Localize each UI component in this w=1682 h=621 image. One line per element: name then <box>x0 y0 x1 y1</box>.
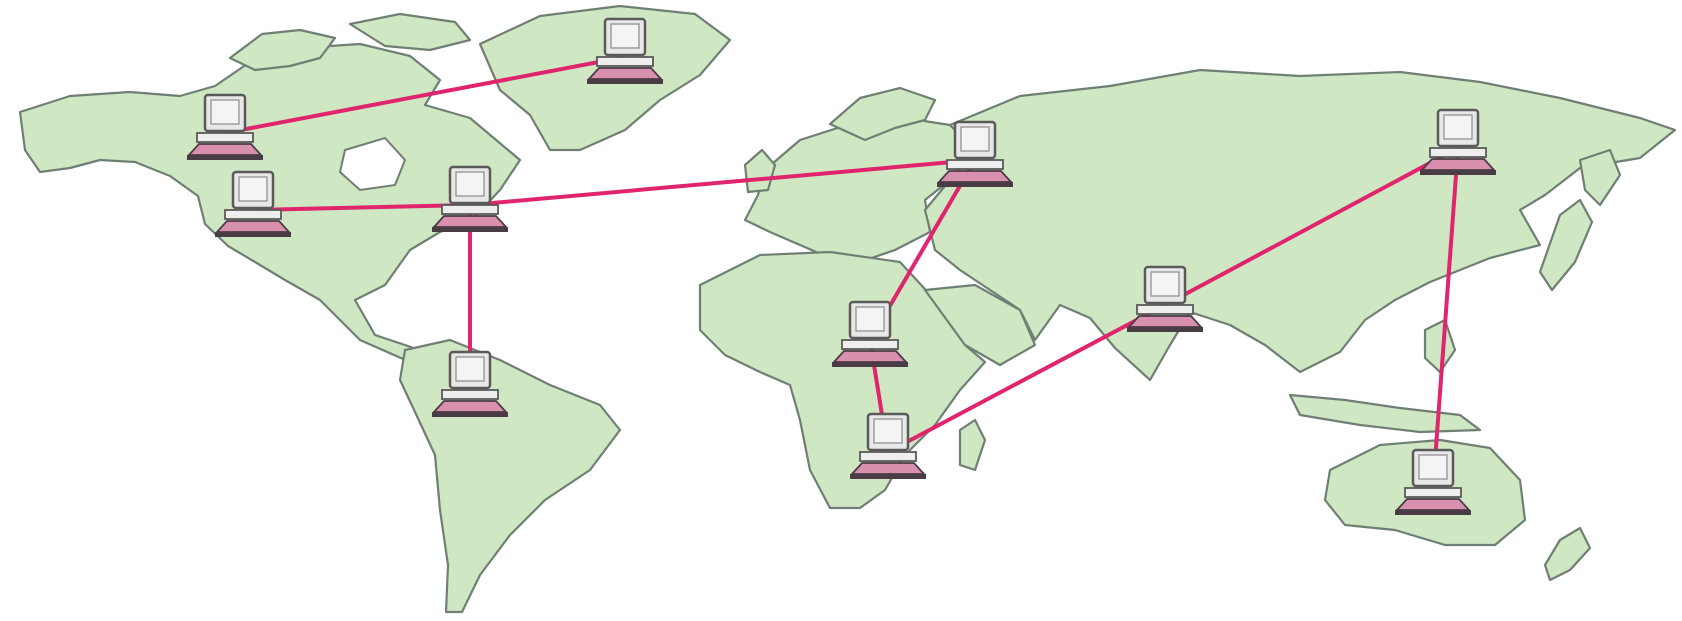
screen <box>855 306 885 332</box>
cpu-unit <box>441 204 499 215</box>
network-link-east-asia-to-australia <box>1431 146 1460 490</box>
landmass-arctic-islands-2 <box>348 12 472 52</box>
landmass-arctic-islands <box>228 28 337 72</box>
landmass-new-zealand <box>1543 526 1592 582</box>
network-link-western-canada-to-eastern-north-america <box>251 203 472 212</box>
keyboard-edge <box>432 412 508 417</box>
keyboard-edge <box>432 227 508 232</box>
computer-node-eastern-north-america[interactable] <box>431 165 509 232</box>
keyboard-edge <box>587 79 663 84</box>
keyboard-icon <box>431 400 509 413</box>
keyboard-icon <box>1126 315 1204 328</box>
cpu-unit <box>859 451 917 462</box>
landmass-indonesia <box>1288 393 1482 434</box>
computer-node-east-asia[interactable] <box>1419 108 1497 175</box>
keyboard-icon <box>586 67 664 80</box>
keyboard-edge <box>850 474 926 479</box>
keyboard-edge <box>1420 170 1496 175</box>
screen <box>1150 271 1180 297</box>
keyboard-edge <box>1127 327 1203 332</box>
computer-node-northern-europe[interactable] <box>936 120 1014 187</box>
computer-node-greenland[interactable] <box>586 17 664 84</box>
cpu-unit <box>1136 304 1194 315</box>
keyboard-icon <box>431 215 509 228</box>
keyboard-edge <box>1395 510 1471 515</box>
keyboard-edge <box>187 155 263 160</box>
landmass-scandinavia <box>828 86 937 142</box>
screen <box>455 356 485 382</box>
cpu-unit <box>224 209 282 220</box>
landmass-arabia <box>923 283 1037 367</box>
keyboard-icon <box>1394 498 1472 511</box>
cpu-unit <box>1429 147 1487 158</box>
cpu-unit <box>596 56 654 67</box>
network-link-alaska-to-greenland <box>223 55 627 135</box>
landmass-kamchatka <box>1578 148 1622 207</box>
landmass-south-america <box>398 338 622 614</box>
hudson-bay <box>338 136 407 192</box>
screen <box>610 23 640 49</box>
screen <box>960 126 990 152</box>
computer-node-western-canada[interactable] <box>214 170 292 237</box>
network-nodes <box>186 17 1497 515</box>
landmass-asia <box>923 68 1677 382</box>
computer-node-australia[interactable] <box>1394 448 1472 515</box>
computer-node-south-asia[interactable] <box>1126 265 1204 332</box>
screen <box>1418 454 1448 480</box>
keyboard-edge <box>215 232 291 237</box>
keyboard-icon <box>831 350 909 363</box>
keyboard-edge <box>937 182 1013 187</box>
keyboard-icon <box>186 143 264 156</box>
screen <box>873 418 903 444</box>
screen <box>455 171 485 197</box>
keyboard-icon <box>214 220 292 233</box>
landmass-madagascar <box>958 418 987 472</box>
network-link-eastern-north-america-to-northern-europe <box>468 158 977 207</box>
computer-node-southern-africa[interactable] <box>849 412 927 479</box>
landmasses <box>18 4 1677 614</box>
cpu-unit <box>441 389 499 400</box>
cpu-unit <box>841 339 899 350</box>
keyboard-icon <box>936 170 1014 183</box>
screen <box>1443 114 1473 140</box>
screen <box>210 99 240 125</box>
cpu-unit <box>1404 487 1462 498</box>
cpu-unit <box>196 132 254 143</box>
keyboard-icon <box>1419 158 1497 171</box>
keyboard-edge <box>832 362 908 367</box>
computer-node-south-america[interactable] <box>431 350 509 417</box>
computer-node-alaska[interactable] <box>186 93 264 160</box>
landmass-japan <box>1538 198 1594 292</box>
computer-node-north-africa[interactable] <box>831 300 909 367</box>
keyboard-icon <box>849 462 927 475</box>
cpu-unit <box>946 159 1004 170</box>
network-link-south-asia-to-east-asia <box>1163 146 1460 307</box>
network-link-southern-africa-to-south-asia <box>886 303 1167 454</box>
screen <box>238 176 268 202</box>
landmass-philippines <box>1423 318 1457 374</box>
